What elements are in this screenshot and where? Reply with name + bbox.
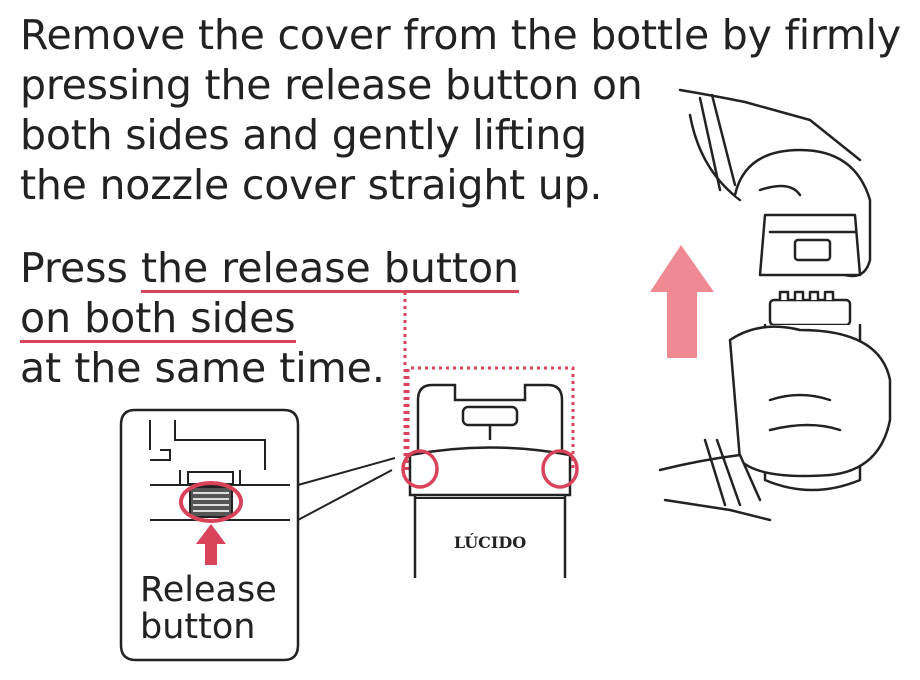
press-instruction: Press the release button on both sides a… bbox=[20, 243, 520, 393]
instruction-line-1: Remove the cover from the bottle by firm… bbox=[20, 11, 901, 59]
press-prefix: Press bbox=[20, 244, 141, 292]
callout-box bbox=[119, 408, 396, 662]
press-underlined-2: on both sides bbox=[20, 294, 296, 343]
lift-arrow bbox=[650, 245, 714, 358]
instruction-line-3: both sides and gently lifting bbox=[20, 111, 587, 159]
hands-removing-cover bbox=[658, 88, 892, 522]
press-suffix: at the same time. bbox=[20, 344, 385, 392]
release-button-label: Release button bbox=[140, 572, 277, 646]
instruction-paragraph: Remove the cover from the bottle by firm… bbox=[20, 10, 901, 210]
press-line-2: on both sides bbox=[20, 293, 519, 343]
press-line-1: Press the release button bbox=[20, 243, 520, 293]
release-label-line-1: Release bbox=[140, 570, 277, 610]
instruction-line-4: the nozzle cover straight up. bbox=[20, 161, 603, 209]
brand-logo: LÚCIDO bbox=[454, 532, 526, 552]
bottle-center: LÚCIDO bbox=[401, 383, 579, 578]
dotted-bracket bbox=[406, 366, 575, 470]
release-label-line-2: button bbox=[140, 607, 256, 647]
press-underlined-1: the release button bbox=[140, 244, 520, 293]
instruction-line-2: pressing the release button on bbox=[20, 61, 643, 109]
